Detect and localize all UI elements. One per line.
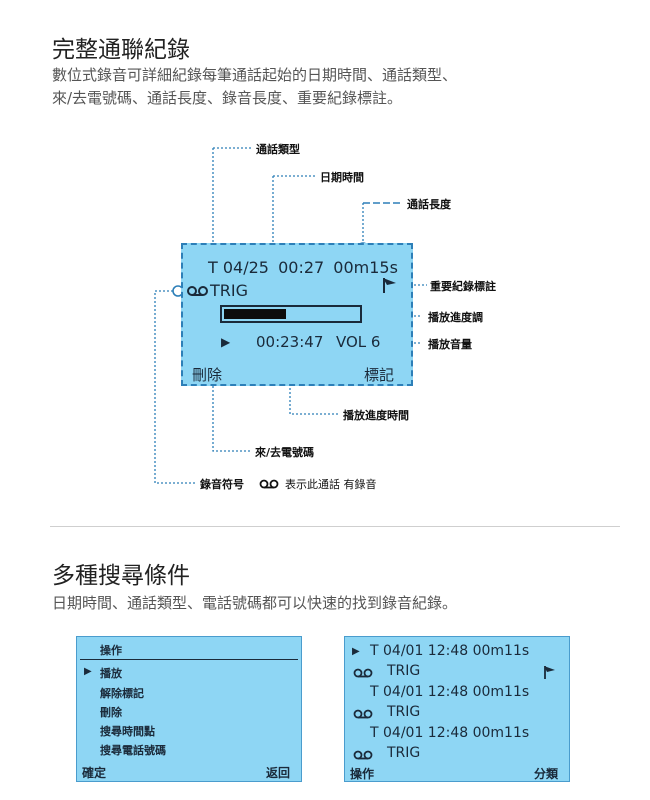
search-category-softkey[interactable]: 分類 (534, 767, 559, 781)
search-results-screen (344, 636, 570, 782)
menu-header: 操作 (100, 644, 122, 657)
menu-item-search-number[interactable]: 搜尋電話號碼 (100, 744, 166, 757)
section2-desc: 日期時間、通話類型、電話號碼都可以快速的找到錄音紀錄。 (52, 594, 458, 612)
search-record-3-recording-icon (353, 750, 373, 760)
callout-progress-bar: 播放進度調 (428, 311, 483, 324)
lcd-date: 04/25 (222, 258, 269, 277)
lcd-time: 00:27 (278, 258, 325, 277)
search-record-3-entry[interactable]: T 04/01 12:48 00m11s (370, 725, 530, 741)
section1-desc-line1: 數位式錄音可詳細紀錄每筆通話起始的日期時間、通話類型、 (52, 66, 458, 84)
search-selected-marker: ▶ (352, 646, 360, 657)
callout-datetime: 日期時間 (320, 171, 364, 184)
menu-screen (76, 636, 302, 782)
search-record-1-entry[interactable]: T 04/01 12:48 00m11s (370, 643, 530, 659)
menu-item-search-time[interactable]: 搜尋時間點 (100, 725, 155, 738)
callout-rec-symbol-desc: 表示此通話 有錄音 (285, 478, 377, 491)
search-record-3-number: TRIG (387, 745, 421, 761)
lcd-record-line: T 04/25 00:27 00m15s (208, 258, 398, 277)
menu-confirm-softkey[interactable]: 確定 (82, 766, 107, 780)
search-record-2-entry[interactable]: T 04/01 12:48 00m11s (370, 684, 530, 700)
recording-icon (187, 286, 208, 296)
menu-item-delete[interactable]: 刪除 (100, 706, 122, 719)
lcd-call-type: T (208, 258, 218, 277)
section2-title: 多種搜尋條件 (52, 563, 190, 589)
menu-item-play[interactable]: 播放 (100, 667, 122, 680)
callout-important-mark: 重要紀錄標註 (430, 280, 496, 293)
flag-icon (383, 278, 396, 293)
lcd-volume: VOL 6 (336, 333, 381, 351)
lcd-number: TRIG (210, 281, 249, 300)
callout-number: 來/去電號碼 (255, 446, 315, 459)
lcd-duration: 00m15s (333, 258, 398, 277)
lcd-delete-softkey[interactable]: 刪除 (192, 366, 223, 384)
menu-item-unmark[interactable]: 解除標記 (100, 687, 144, 700)
callout-play-time: 播放進度時間 (343, 409, 409, 422)
play-icon: ▶ (221, 335, 231, 349)
menu-back-softkey[interactable]: 返回 (266, 766, 291, 780)
search-record-1-number: TRIG (387, 663, 421, 679)
search-record-1-recording-icon (353, 668, 373, 678)
menu-header-divider (80, 659, 298, 660)
lcd-play-time: 00:23:47 (256, 333, 324, 351)
playback-progress-bar[interactable] (220, 305, 362, 323)
callout-rec-symbol: 錄音符号 (200, 478, 244, 491)
playback-progress-fill (224, 309, 286, 319)
menu-selected-marker: ▶ (84, 666, 92, 677)
recording-legend-icon (259, 479, 279, 489)
callout-volume: 播放音量 (428, 338, 472, 351)
section1-title: 完整通聯紀錄 (52, 37, 190, 63)
section-divider (50, 526, 620, 527)
callout-call-type: 通話類型 (256, 143, 300, 156)
search-operate-softkey[interactable]: 操作 (350, 767, 375, 781)
section1-desc-line2: 來/去電號碼、通話長度、錄音長度、重要紀錄標註。 (52, 89, 403, 107)
search-record-1-flag-icon (544, 666, 555, 679)
lcd-mark-softkey[interactable]: 標記 (364, 366, 395, 384)
search-record-2-recording-icon (353, 709, 373, 719)
search-record-2-number: TRIG (387, 704, 421, 720)
callout-duration: 通話長度 (407, 198, 451, 211)
